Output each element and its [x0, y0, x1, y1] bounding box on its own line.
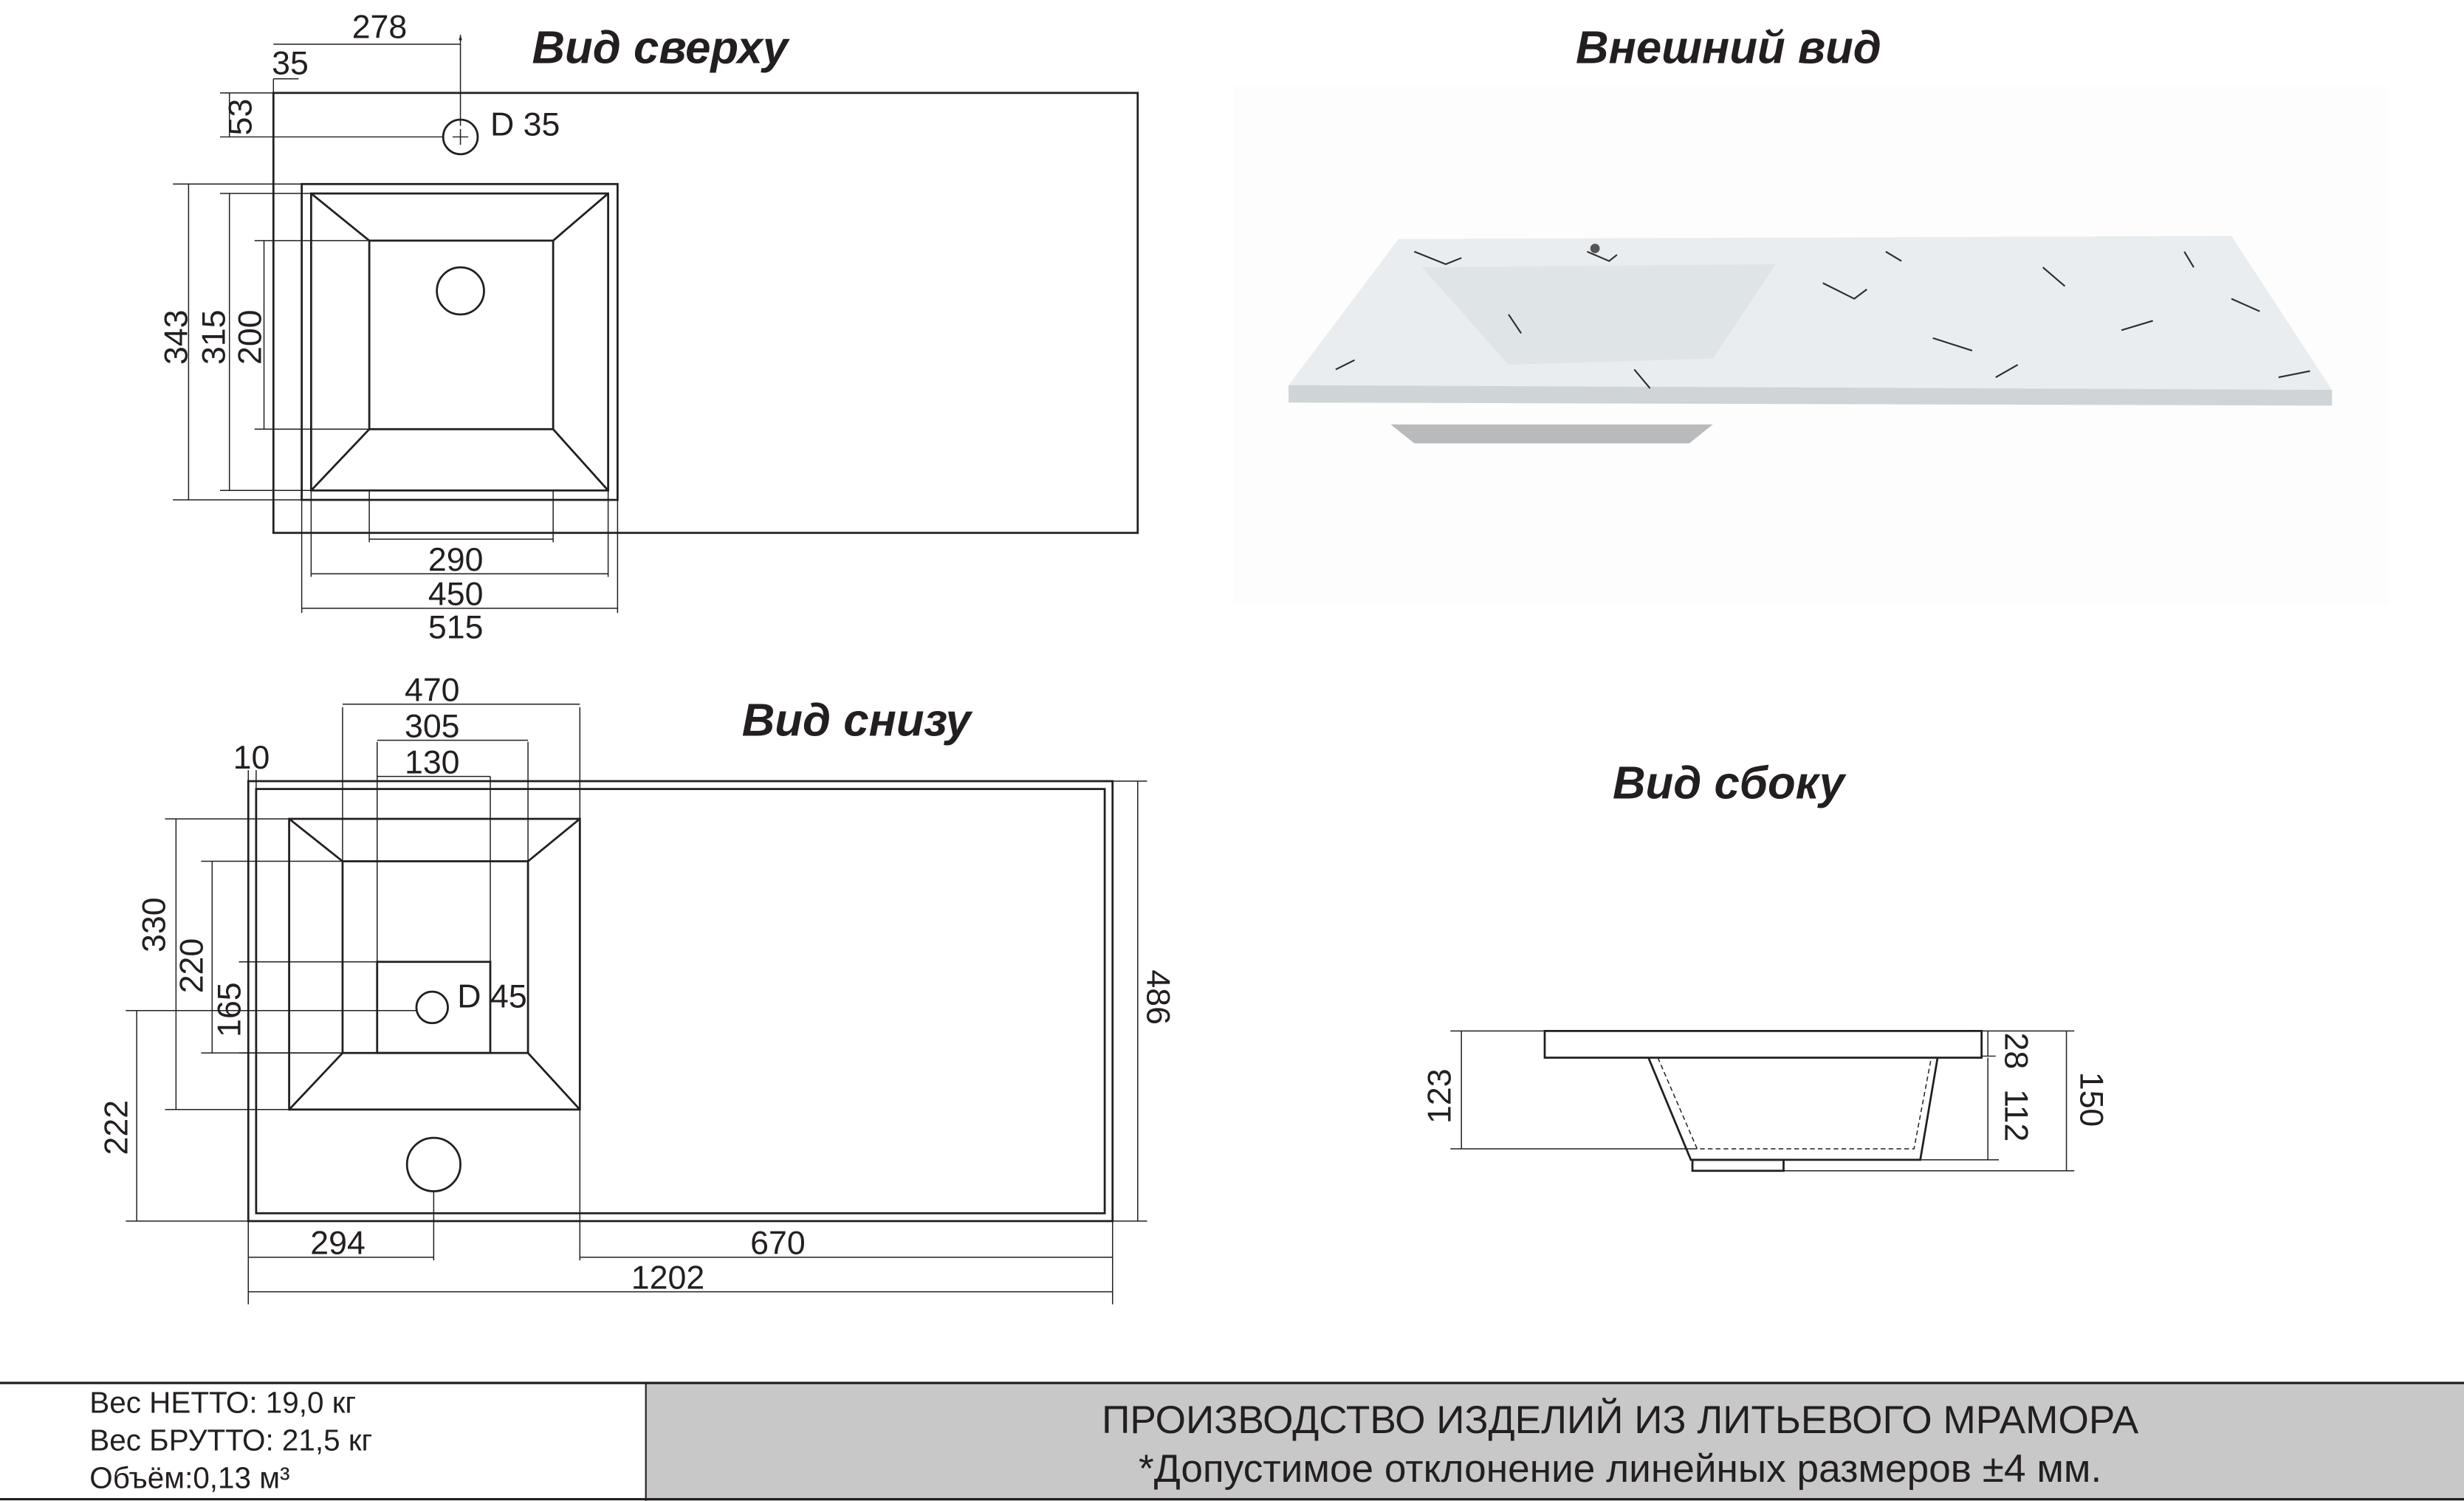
top-view-drawing: 278 35 53 D 35 343 315 200 290 450 515	[158, 9, 1139, 645]
dim-670: 670	[750, 1226, 806, 1262]
title-top-view: Вид сверху	[532, 22, 789, 73]
dim-1202: 1202	[631, 1260, 704, 1296]
dim-315: 315	[196, 309, 232, 365]
dim-220: 220	[174, 938, 210, 994]
company-line: ПРОИЗВОДСТВО ИЗДЕЛИЙ ИЗ ЛИТЬЕВОГО МРАМОР…	[1102, 1397, 2139, 1442]
dim-294: 294	[310, 1226, 366, 1262]
hole-label: D 35	[490, 106, 560, 142]
dim-343: 343	[158, 309, 194, 365]
dim-290: 290	[428, 542, 484, 578]
net-weight: Вес НЕТТО: 19,0 кг	[89, 1386, 356, 1420]
dim-53: 53	[223, 99, 259, 136]
dim-130: 130	[405, 744, 460, 780]
dim-515: 515	[428, 609, 484, 645]
footer: Вес НЕТТО: 19,0 кг Вес БРУТТО: 21,5 кг О…	[0, 1381, 2464, 1501]
dim-150: 150	[2073, 1072, 2110, 1127]
bottom-view-drawing: 470 305 130 10 330 220 165 222 D 45 486 …	[98, 672, 1176, 1305]
side-view-drawing: 123 28 112 150	[1421, 1029, 2110, 1172]
sink-photo	[1233, 86, 2389, 605]
title-side-view: Вид сбоку	[1613, 758, 1847, 808]
dim-200: 200	[232, 309, 268, 365]
dim-10: 10	[233, 740, 270, 776]
dim-222: 222	[98, 1100, 134, 1155]
dim-470: 470	[405, 672, 460, 708]
tolerance-note: *Допустимое отклонение линейных размеров…	[1139, 1447, 2101, 1491]
drain-label: D 45	[457, 978, 526, 1014]
gross-weight: Вес БРУТТО: 21,5 кг	[89, 1423, 372, 1457]
faucet-hole-icon	[405, 1136, 461, 1192]
drain-hole-icon	[436, 266, 485, 316]
title-appearance: Внешний вид	[1576, 22, 1881, 73]
drain-hole-icon	[415, 990, 449, 1025]
dim-28: 28	[1998, 1033, 2034, 1070]
dim-486: 486	[1140, 969, 1176, 1025]
dim-278: 278	[352, 9, 408, 45]
dim-123: 123	[1421, 1068, 1458, 1124]
title-bottom-view: Вид снизу	[742, 695, 973, 746]
dim-165: 165	[212, 982, 248, 1037]
volume: Объём:0,13 м³	[89, 1461, 289, 1495]
dim-330: 330	[136, 897, 172, 952]
dim-305: 305	[405, 708, 460, 744]
dim-112: 112	[1998, 1089, 2034, 1141]
dim-450: 450	[428, 577, 484, 613]
dim-35: 35	[272, 45, 309, 81]
